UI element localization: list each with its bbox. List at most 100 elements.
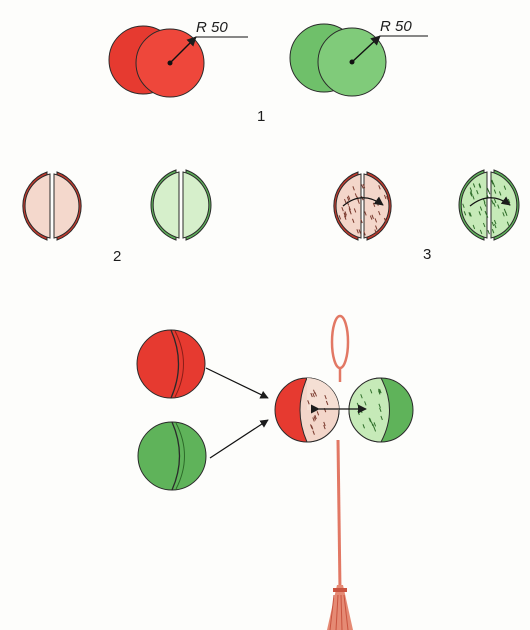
hatch-mark xyxy=(482,198,486,204)
hatch-mark xyxy=(344,198,347,204)
tassel xyxy=(327,585,353,630)
hatch-mark xyxy=(356,229,359,234)
hatch-mark xyxy=(379,407,382,413)
hatch-mark xyxy=(469,212,472,217)
hatch-mark xyxy=(360,218,363,224)
hanging-cord xyxy=(330,314,350,591)
hatch-mark xyxy=(362,184,366,189)
hatch-mark xyxy=(313,389,316,394)
hatch-mark xyxy=(312,430,315,435)
hatch-mark xyxy=(338,215,342,220)
source-red-folded-disc xyxy=(136,329,206,399)
hatch-mark xyxy=(324,394,327,400)
hatch-mark xyxy=(386,195,389,201)
hatch-mark xyxy=(478,183,482,188)
hatch-mark xyxy=(468,212,471,217)
hatch-mark xyxy=(505,211,508,217)
hatch-mark xyxy=(378,210,381,216)
hatch-mark xyxy=(312,417,315,422)
step3-red-slit-disc xyxy=(333,171,392,241)
step-number-3: 3 xyxy=(423,246,432,263)
hatch-mark xyxy=(325,400,329,406)
hatch-mark xyxy=(491,228,495,234)
hatch-mark xyxy=(310,425,314,430)
hatch-mark xyxy=(362,424,365,429)
hatch-mark xyxy=(469,192,473,197)
hatch-mark xyxy=(478,211,481,216)
step3-green-slit-disc xyxy=(458,169,520,241)
hatch-mark xyxy=(487,190,491,195)
hatch-mark xyxy=(462,203,465,208)
radius-label-red: R 50 xyxy=(196,19,228,36)
hatch-mark xyxy=(374,218,378,223)
hatch-mark xyxy=(478,184,481,189)
hatch-mark xyxy=(354,193,358,198)
step-number-2: 2 xyxy=(113,248,122,265)
hatch-mark xyxy=(498,191,502,196)
hatch-mark xyxy=(491,200,494,205)
hatch-mark xyxy=(483,202,487,207)
hatch-mark xyxy=(491,179,494,185)
hatch-mark xyxy=(374,229,377,234)
hatch-mark xyxy=(314,414,317,420)
hatch-mark xyxy=(369,418,372,423)
hatch-mark xyxy=(506,221,510,226)
hatch-mark xyxy=(378,403,381,409)
hatch-mark xyxy=(383,194,387,200)
step-number-1: 1 xyxy=(257,108,266,125)
hatch-mark xyxy=(502,212,505,217)
hatch-mark xyxy=(479,229,483,235)
hatch-mark xyxy=(353,208,357,213)
hatch-mark xyxy=(369,215,373,220)
hatch-mark xyxy=(479,206,483,211)
hatch-mark xyxy=(472,195,475,200)
hatch-mark xyxy=(361,184,364,189)
hatch-mark xyxy=(352,218,355,223)
hatch-mark xyxy=(476,190,479,195)
hatch-mark xyxy=(323,421,326,427)
hatch-mark xyxy=(493,189,497,194)
hatch-mark xyxy=(323,424,326,430)
hatch-mark xyxy=(380,415,383,421)
hatch-mark xyxy=(346,196,350,201)
step1-green-discs xyxy=(289,23,428,97)
hatch-mark xyxy=(368,417,371,422)
hatch-mark xyxy=(472,183,476,188)
hatch-mark xyxy=(343,213,347,218)
hatch-mark xyxy=(463,211,467,216)
hatch-mark xyxy=(307,400,310,405)
hatch-mark xyxy=(472,224,476,230)
hatch-mark xyxy=(497,204,500,209)
hatch-mark xyxy=(352,186,355,191)
hatch-mark xyxy=(347,195,351,200)
step2-red-folded-halves xyxy=(22,171,82,241)
radius-label-green: R 50 xyxy=(380,18,412,35)
hatch-mark xyxy=(370,421,374,427)
hatch-mark xyxy=(487,230,490,235)
hatch-mark xyxy=(378,388,381,394)
hatch-mark xyxy=(344,215,347,220)
hatch-mark xyxy=(369,389,373,394)
hatch-mark xyxy=(360,394,363,399)
hatch-mark xyxy=(486,193,489,198)
hatch-mark xyxy=(312,392,315,398)
arrow-red-to-ornament xyxy=(205,367,269,399)
hatch-mark xyxy=(493,198,497,204)
hatch-mark xyxy=(493,202,496,207)
assembled-ornament xyxy=(274,377,414,443)
hatch-mark xyxy=(378,185,381,190)
hatch-mark xyxy=(348,205,351,211)
hatch-mark xyxy=(310,392,313,398)
hatch-mark xyxy=(503,185,507,190)
hatch-mark xyxy=(378,390,381,395)
hatch-mark xyxy=(371,214,374,220)
arrow-green-to-ornament xyxy=(209,419,269,459)
hatch-mark xyxy=(373,427,377,432)
hatch-mark xyxy=(358,229,361,234)
step2-green-folded-halves xyxy=(150,169,212,241)
hatch-mark xyxy=(494,223,497,229)
hatch-mark xyxy=(493,219,497,225)
hatch-mark xyxy=(364,211,367,216)
